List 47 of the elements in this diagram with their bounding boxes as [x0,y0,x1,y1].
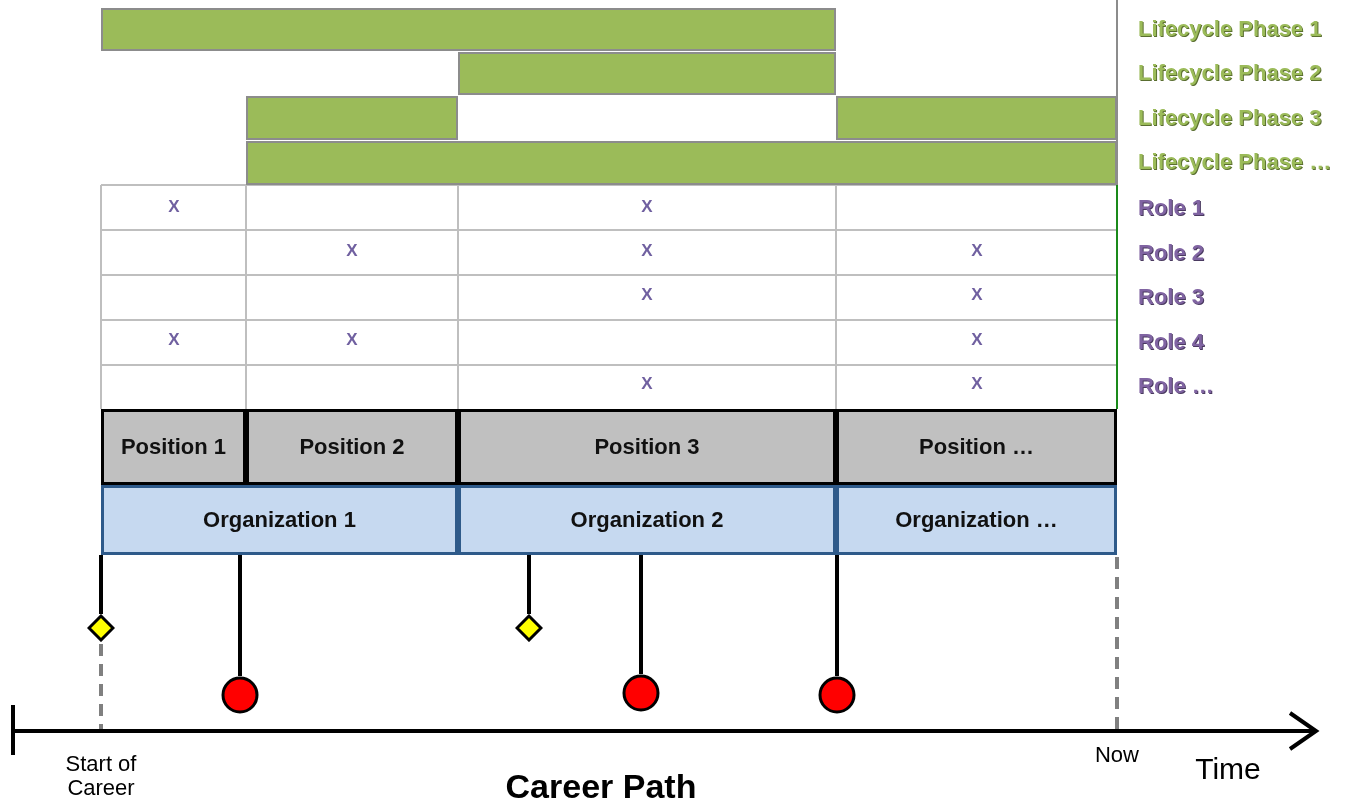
caption: Career Path [505,768,697,806]
stem-line [835,555,839,676]
milestone-circle [622,674,660,712]
role-label: Role 2 [1138,240,1205,266]
organization-box: Organization 2 [458,485,836,555]
phase-label: Lifecycle Phase 1 [1138,16,1322,42]
role-mark: X [971,330,983,350]
phase-label: Lifecycle Phase 3 [1138,105,1322,131]
role-mark: X [641,241,653,261]
lifecycle-bar [246,96,458,140]
milestone-diamond [87,614,115,642]
stem-line [99,555,103,614]
role-mark: X [641,197,653,217]
phase-label: Lifecycle Phase … [1138,149,1332,175]
organization-box: Organization 1 [101,485,458,555]
role-mark: X [168,197,180,217]
role-mark: X [346,241,358,261]
milestone-circle [818,676,856,714]
role-label: Role 1 [1138,195,1205,221]
organization-box: Organization … [836,485,1117,555]
axis-label: Now [1095,742,1139,768]
phase-label: Lifecycle Phase 2 [1138,60,1322,86]
position-box: Position 1 [101,409,246,485]
milestone-circle [221,676,259,714]
stem-line [527,555,531,614]
stem-line [639,555,643,674]
stem-line [238,555,242,676]
lifecycle-bar [458,52,836,95]
role-mark: X [971,374,983,394]
milestone-diamond [515,614,543,642]
axis-label: Start of Career [64,751,138,801]
role-mark: X [346,330,358,350]
axis-title: Time [1195,751,1261,785]
lifecycle-bar [101,8,836,51]
role-mark: X [168,330,180,350]
lifecycle-bar [836,96,1117,140]
position-box: Position 3 [458,409,836,485]
role-mark: X [971,241,983,261]
lifecycle-bar [246,141,1117,185]
position-box: Position … [836,409,1117,485]
position-box: Position 2 [246,409,458,485]
role-mark: X [641,285,653,305]
role-mark: X [971,285,983,305]
role-label: Role 4 [1138,329,1205,355]
role-mark: X [641,374,653,394]
role-label: Role … [1138,373,1214,399]
role-label: Role 3 [1138,284,1205,310]
